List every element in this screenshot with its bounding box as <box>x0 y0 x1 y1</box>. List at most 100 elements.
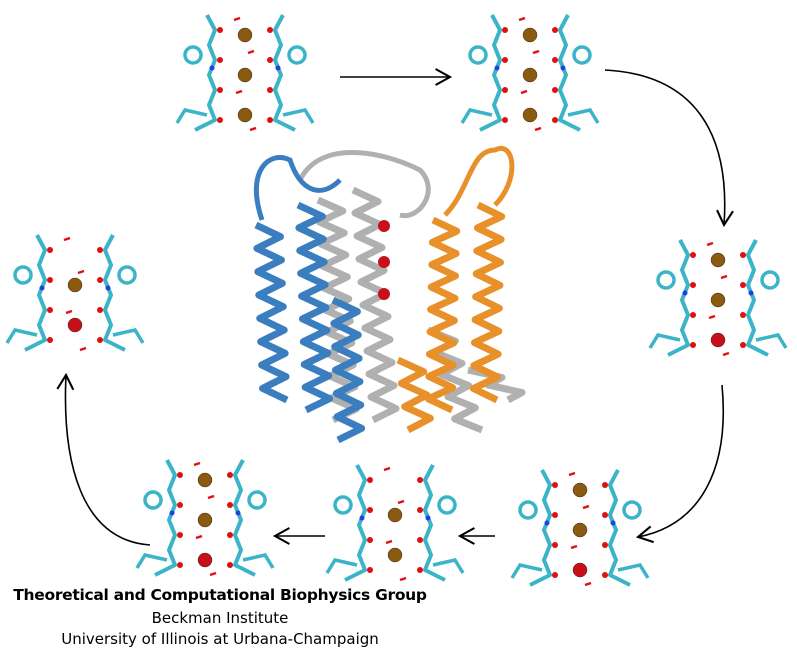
carbonyl-oxygen <box>690 342 696 348</box>
water-molecule <box>722 351 730 357</box>
side-chain-ring <box>572 45 592 65</box>
water-molecule <box>207 494 215 500</box>
side-chain-ring <box>518 500 538 520</box>
water-molecule <box>706 241 714 247</box>
carbonyl-oxygen <box>502 27 508 33</box>
nitrogen-atom <box>39 285 45 291</box>
water-molecule <box>518 16 526 22</box>
water-molecule <box>235 89 243 95</box>
water-molecule <box>249 126 257 132</box>
nitrogen-atom <box>425 515 431 521</box>
backbone-strand <box>344 464 367 582</box>
carbonyl-oxygen <box>227 532 233 538</box>
carbonyl-oxygen <box>740 312 746 318</box>
potassium-ion <box>522 27 538 43</box>
university-name: University of Illinois at Urbana-Champai… <box>61 630 379 648</box>
sodium-ion <box>197 552 213 568</box>
potassium-ion <box>197 472 213 488</box>
carbonyl-oxygen <box>47 247 53 253</box>
carbonyl-oxygen <box>97 307 103 313</box>
potassium-ion <box>67 277 83 293</box>
water-molecule <box>570 544 578 550</box>
blue-helix <box>330 296 366 444</box>
backbone-strand <box>479 14 502 132</box>
side-chain <box>432 558 465 574</box>
arrow-3-to-4 <box>635 384 724 544</box>
side-chain-ring <box>437 495 457 515</box>
water-molecule <box>534 126 542 132</box>
nitrogen-atom <box>105 285 111 291</box>
carbonyl-oxygen <box>227 502 233 508</box>
side-chain <box>510 563 543 579</box>
side-chain-ring <box>622 500 642 520</box>
side-chain <box>242 553 275 569</box>
water-molecule <box>385 539 393 545</box>
nitrogen-atom <box>275 65 281 71</box>
orange-helix <box>424 216 461 414</box>
central-ion <box>378 256 390 268</box>
carbonyl-oxygen <box>367 537 373 543</box>
carbonyl-oxygen <box>97 247 103 253</box>
carbonyl-oxygen <box>97 277 103 283</box>
filter-state-4 <box>510 469 650 587</box>
carbonyl-oxygen <box>217 27 223 33</box>
filter-state-6 <box>135 459 275 577</box>
carbonyl-oxygen <box>417 567 423 573</box>
carbonyl-oxygen <box>177 502 183 508</box>
nitrogen-atom <box>544 520 550 526</box>
backbone-strand <box>24 234 47 352</box>
side-chain-ring <box>143 490 163 510</box>
side-chain-ring <box>468 45 488 65</box>
potassium-channel-protein <box>253 145 526 444</box>
carbonyl-oxygen <box>217 117 223 123</box>
carbonyl-oxygen <box>552 542 558 548</box>
institute-name: Beckman Institute <box>151 609 289 627</box>
filter-state-5 <box>325 464 465 582</box>
side-chain-ring <box>117 265 137 285</box>
gray-loop <box>297 150 431 218</box>
carbonyl-oxygen <box>217 87 223 93</box>
water-molecule <box>77 269 85 275</box>
nitrogen-atom <box>359 515 365 521</box>
filter-state-3 <box>648 239 788 357</box>
side-chain-ring <box>656 270 676 290</box>
backbone-strand <box>273 14 296 132</box>
potassium-ion <box>237 107 253 123</box>
water-molecule <box>532 49 540 55</box>
nitrogen-atom <box>209 65 215 71</box>
side-chain-ring <box>13 265 33 285</box>
carbonyl-oxygen <box>552 512 558 518</box>
water-molecule <box>383 466 391 472</box>
potassium-ion <box>197 512 213 528</box>
water-molecule <box>65 309 73 315</box>
side-chain <box>567 108 600 124</box>
side-chain-ring <box>183 45 203 65</box>
carbonyl-oxygen <box>740 342 746 348</box>
side-chain <box>135 553 168 569</box>
carbonyl-oxygen <box>552 117 558 123</box>
carbonyl-oxygen <box>602 542 608 548</box>
filter-state-7 <box>5 234 145 352</box>
side-chain <box>5 328 38 344</box>
potassium-ion <box>522 107 538 123</box>
backbone-strand <box>529 469 552 587</box>
carbonyl-oxygen <box>267 87 273 93</box>
carbonyl-oxygen <box>177 562 183 568</box>
blue-helix <box>253 221 290 404</box>
side-chain-ring <box>760 270 780 290</box>
carbonyl-oxygen <box>47 277 53 283</box>
carbonyl-oxygen <box>177 472 183 478</box>
side-chain <box>325 558 358 574</box>
carbonyl-oxygen <box>367 567 373 573</box>
carbonyl-oxygen <box>267 117 273 123</box>
backbone-strand <box>233 459 256 577</box>
carbonyl-oxygen <box>690 252 696 258</box>
carbonyl-oxygen <box>502 117 508 123</box>
backbone-strand <box>608 469 631 587</box>
water-molecule <box>582 504 590 510</box>
carbonyl-oxygen <box>47 307 53 313</box>
carbonyl-oxygen <box>217 57 223 63</box>
side-chain <box>175 108 208 124</box>
water-molecule <box>79 346 87 352</box>
backbone-strand <box>746 239 769 357</box>
